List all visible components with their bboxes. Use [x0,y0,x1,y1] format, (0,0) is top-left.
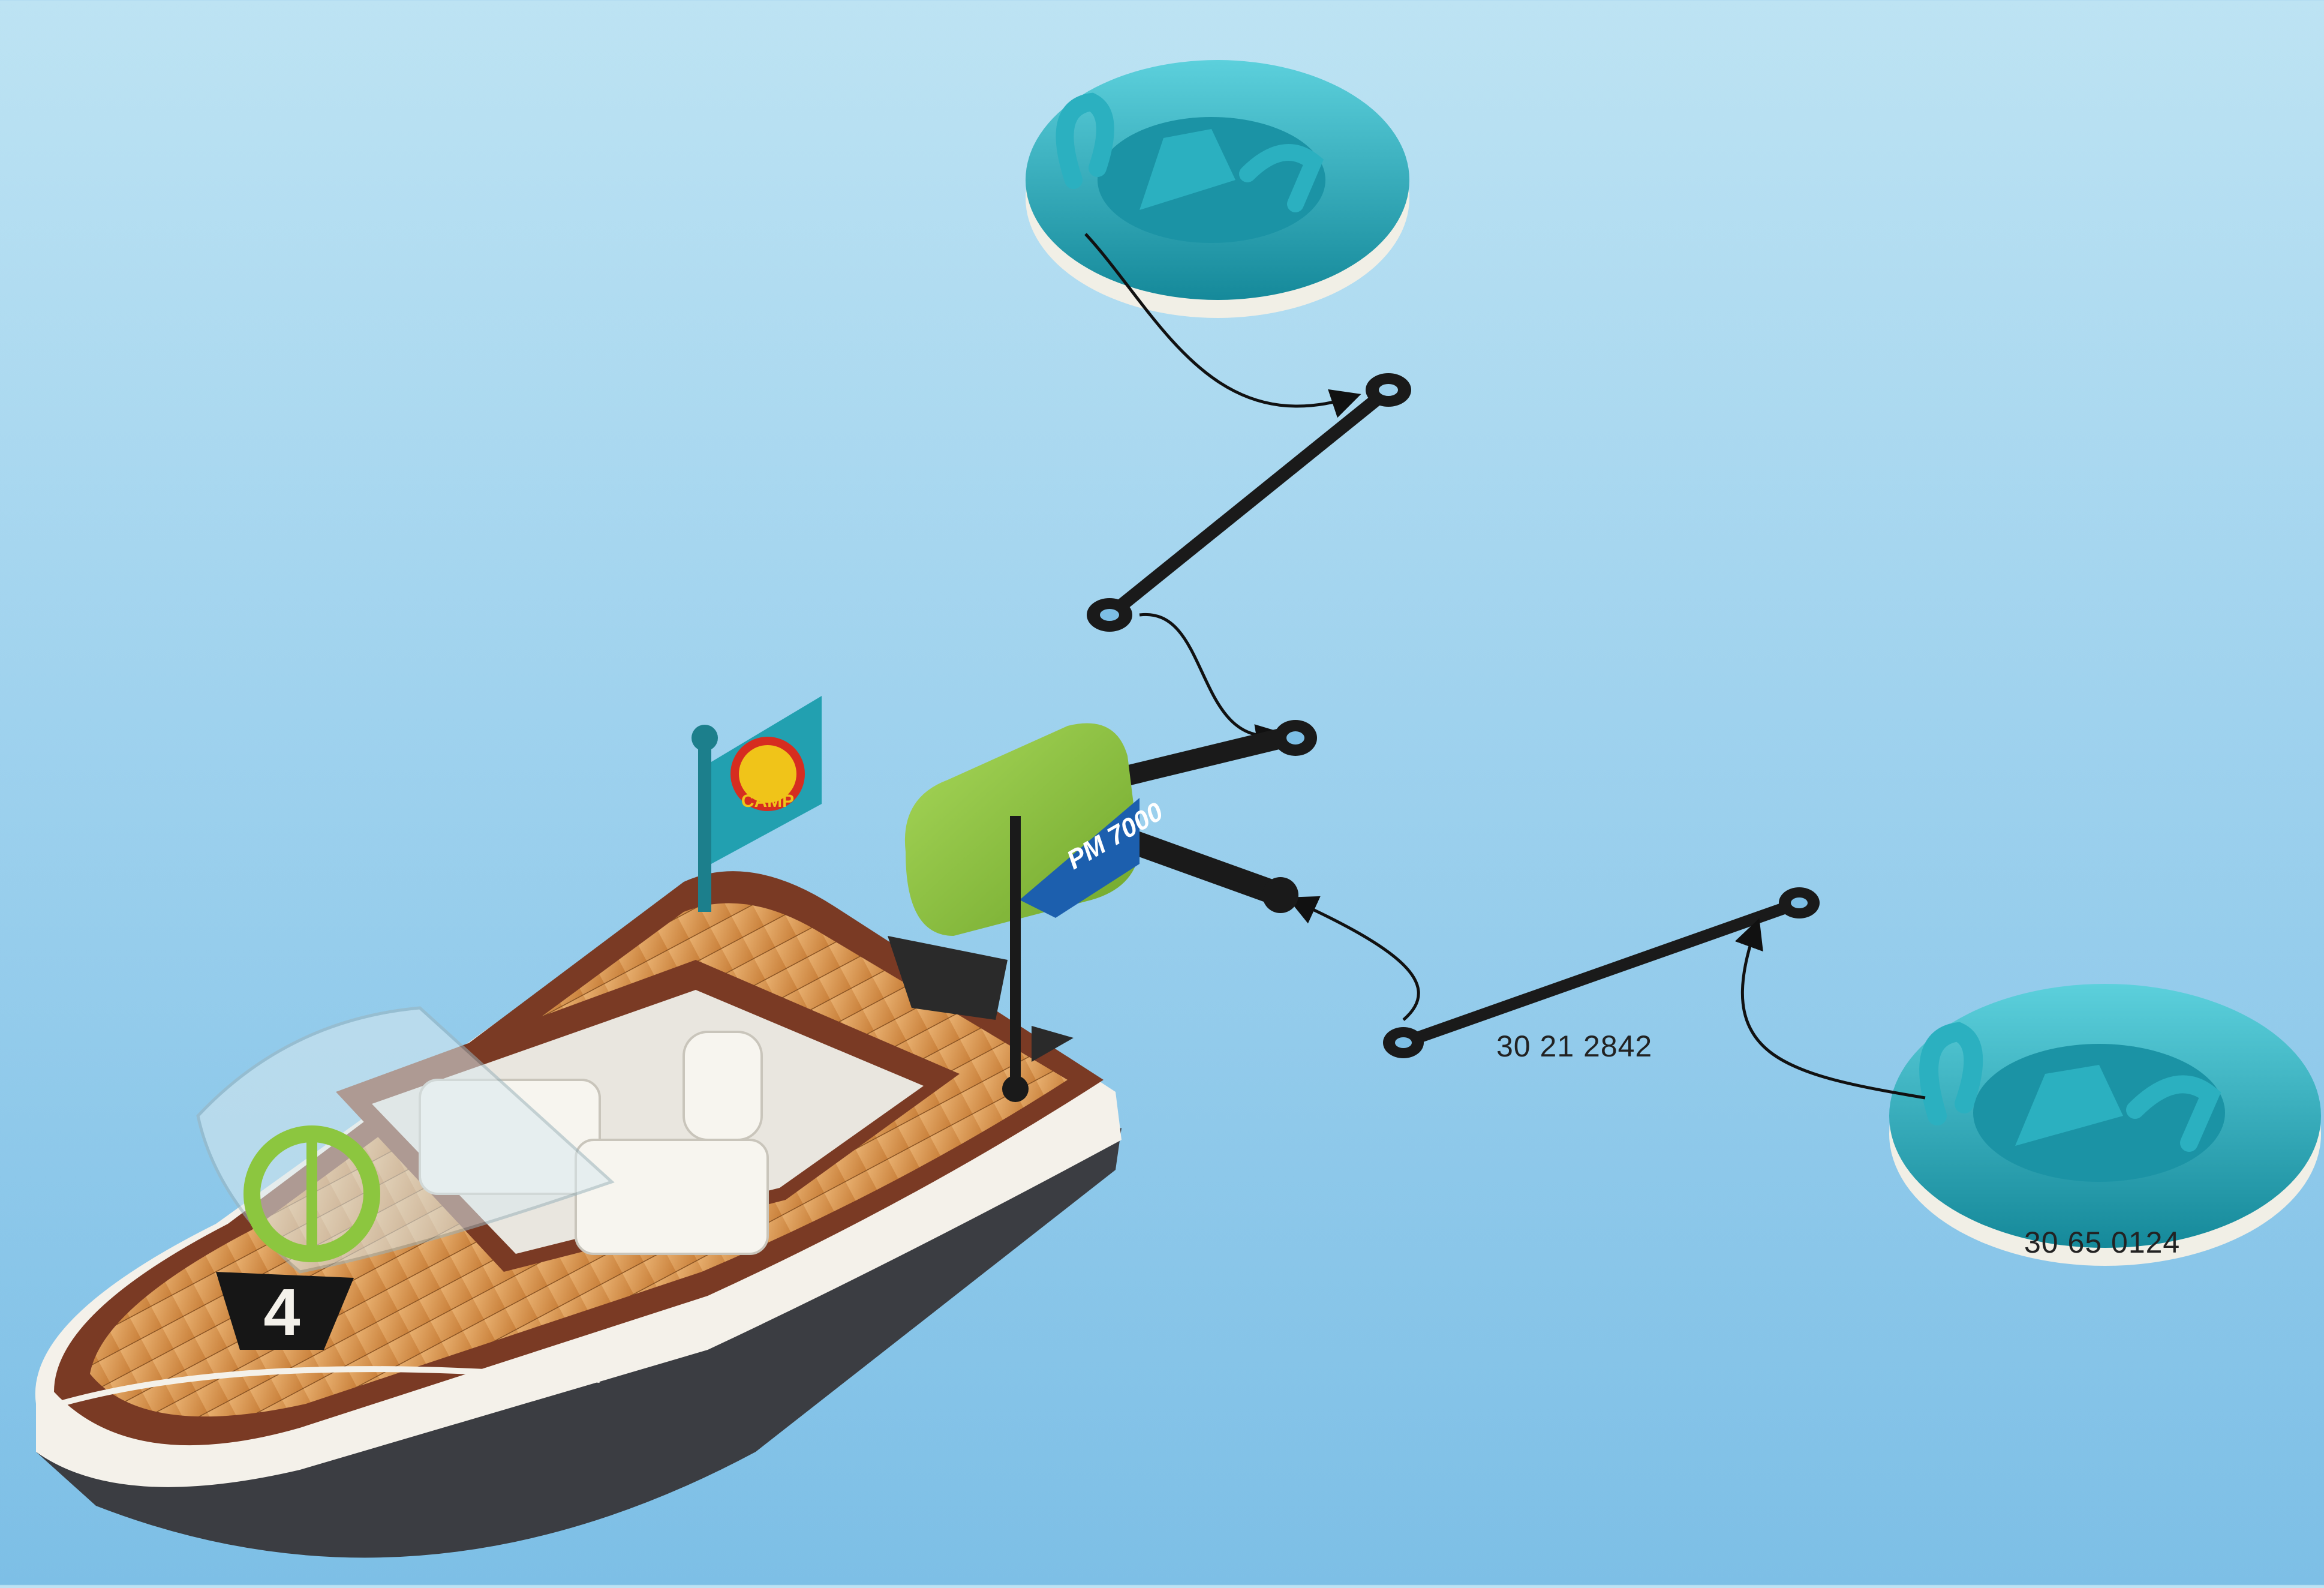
flag-text: CAMP [741,791,794,811]
connection-arrows [1086,234,1925,1098]
float-part-number: 30 65 0124 [2024,1225,2180,1260]
hull-number-text: 4 [263,1275,300,1349]
tow-bar [1087,373,1411,632]
float-right [1889,984,2321,1266]
tow-bar-part-number: 30 21 2842 [1496,1029,1652,1064]
float-top [1026,60,1409,318]
